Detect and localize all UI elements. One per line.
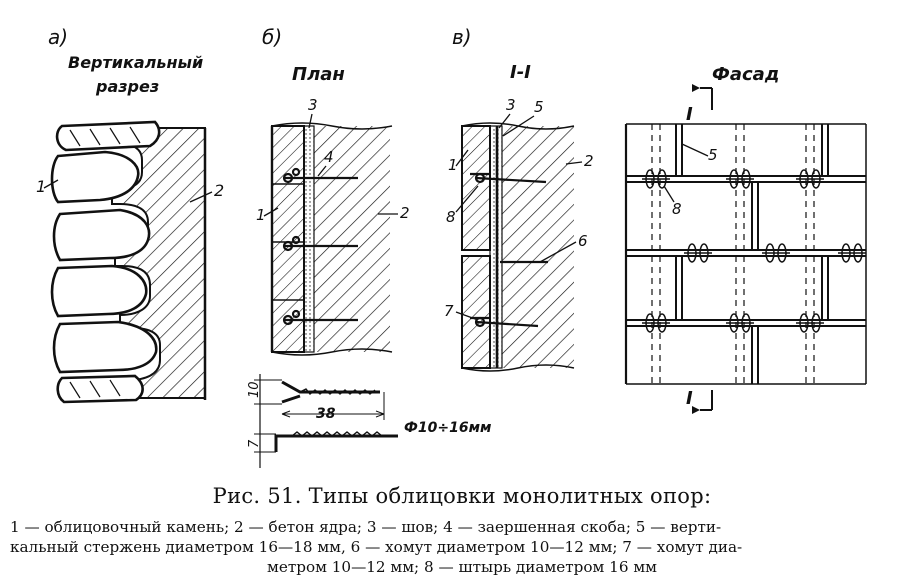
leader-line bbox=[189, 191, 213, 203]
panel-b-title: План bbox=[292, 64, 345, 85]
facing-stone bbox=[52, 208, 151, 262]
callout-3-panel-b: 3 bbox=[308, 96, 318, 114]
plan-cramps bbox=[282, 167, 358, 326]
panel-a-vertical-section: а) Вертикальный разрез 1 2 bbox=[36, 25, 224, 404]
legend-line: метром 10—12 мм; 8 — штырь диаметром 16 … bbox=[267, 558, 657, 576]
callout-3-panel-c: 3 bbox=[506, 96, 516, 114]
facing-stone bbox=[52, 320, 158, 374]
callout-8-panel-d: 8 bbox=[672, 200, 682, 218]
facade-stirrup-clusters bbox=[642, 169, 866, 333]
legend-line: 1 — облицовочный камень; 2 — бетон ядра;… bbox=[10, 518, 722, 536]
legend-line: кальный стержень диаметром 16—18 мм, 6 —… bbox=[10, 538, 743, 556]
callout-5-panel-c: 5 bbox=[534, 98, 544, 116]
dim-bend-height: 7 bbox=[247, 439, 262, 448]
facade-joints bbox=[626, 124, 866, 384]
section-core-concrete bbox=[502, 126, 574, 368]
section-mark-top: I bbox=[686, 104, 693, 125]
panel-c-section: в) I-I 3 5 1 2 8 6 7 bbox=[444, 25, 594, 372]
stone-texture bbox=[69, 126, 141, 399]
callout-2-panel-a: 2 bbox=[214, 181, 224, 200]
panel-b-plan: б) План 3 4 1 2 bbox=[247, 25, 491, 468]
dim-hook-length: 38 bbox=[316, 406, 336, 422]
figure-legend: 1 — облицовочный камень; 2 — бетон ядра;… bbox=[10, 517, 914, 577]
leader-line bbox=[43, 179, 59, 189]
panel-c-letter: в) bbox=[452, 25, 472, 49]
panel-a-title-line1: Вертикальный bbox=[68, 53, 203, 72]
section-mark-bottom: I bbox=[686, 388, 693, 409]
facing-stone bbox=[55, 120, 161, 152]
panel-c-title: I-I bbox=[510, 62, 531, 83]
facing-stone bbox=[50, 264, 148, 318]
dim-bar-diameter: Ф10÷16мм bbox=[404, 420, 491, 436]
callout-7-panel-c: 7 bbox=[444, 302, 454, 320]
section-facing-block bbox=[461, 255, 491, 369]
panel-d-facade: Фасад I I bbox=[624, 64, 867, 414]
callout-1-panel-a: 1 bbox=[36, 177, 46, 196]
figure-caption-title: Рис. 51. Типы облицовки монолитных опор: bbox=[212, 484, 712, 508]
dim-hook-height: 10 bbox=[247, 381, 262, 398]
plan-core-concrete bbox=[314, 126, 390, 352]
facing-stone bbox=[50, 150, 140, 204]
callout-5-panel-d: 5 bbox=[708, 146, 718, 164]
plan-joint bbox=[303, 125, 315, 353]
callout-4-panel-b: 4 bbox=[324, 148, 334, 166]
panel-a-letter: а) bbox=[48, 25, 68, 49]
panel-a-title-line2: разрез bbox=[95, 77, 159, 96]
panel-b-letter: б) bbox=[262, 25, 282, 49]
callout-1-panel-b: 1 bbox=[256, 206, 266, 224]
callout-2-panel-b: 2 bbox=[400, 204, 410, 222]
callout-8-panel-c: 8 bbox=[446, 208, 456, 226]
facing-stone bbox=[56, 374, 144, 404]
callout-2-panel-c: 2 bbox=[584, 152, 594, 170]
callout-6-panel-c: 6 bbox=[578, 232, 588, 250]
cramp-detail: 10 38 7 Ф10÷16мм bbox=[247, 374, 491, 468]
callout-1-panel-c: 1 bbox=[448, 156, 458, 174]
panel-d-title: Фасад bbox=[712, 64, 779, 85]
